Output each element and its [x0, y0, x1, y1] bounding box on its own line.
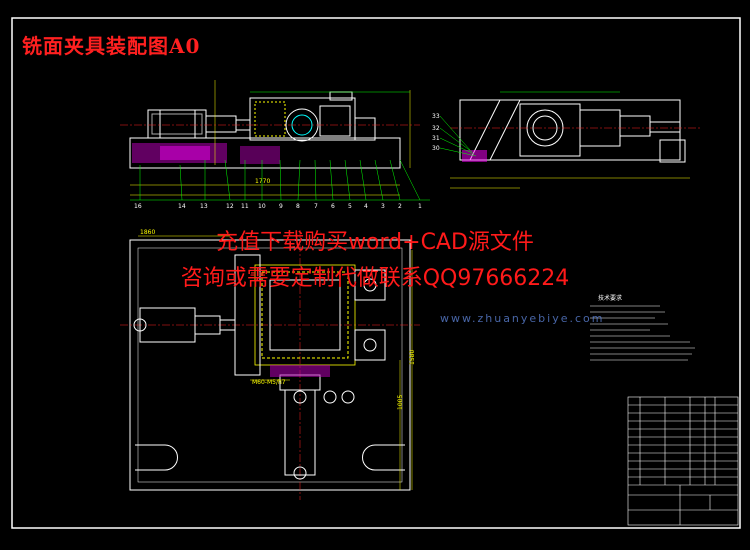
svg-text:30: 30	[432, 145, 440, 152]
side-view: 33 32 31 30	[432, 91, 700, 189]
svg-text:1: 1	[418, 203, 422, 210]
notes-title: 技术要求	[598, 294, 622, 302]
svg-text:33: 33	[432, 113, 440, 120]
svg-text:11: 11	[241, 203, 249, 210]
dim-width-plan: 1580	[409, 350, 416, 365]
svg-text:7: 7	[314, 203, 318, 210]
svg-text:16: 16	[134, 203, 142, 210]
svg-text:10: 10	[258, 203, 266, 210]
svg-text:12: 12	[226, 203, 234, 210]
drawing-title: 铣面夹具装配图A0	[22, 34, 201, 58]
svg-text:8: 8	[296, 203, 300, 210]
watermark-url: www.zhuanyebiye.com	[440, 312, 605, 325]
dim-height-plan: 1005	[397, 395, 404, 410]
svg-text:31: 31	[432, 135, 440, 142]
svg-text:3: 3	[381, 203, 385, 210]
promo-line-2: 咨询或需要定制代做联系QQ97666224	[180, 266, 570, 291]
technical-notes: 技术要求	[590, 294, 695, 361]
svg-text:14: 14	[178, 203, 186, 210]
svg-text:4: 4	[364, 203, 368, 210]
dim-fit: M60-M5/h7	[252, 379, 286, 386]
svg-text:5: 5	[348, 203, 352, 210]
svg-text:32: 32	[432, 125, 440, 132]
balloon-labels: 16 14 13 12 11 10 9 8 7 6 5 4 3 2 1	[134, 203, 422, 210]
dim-length-front: 1770	[255, 178, 270, 185]
plan-view: M60-M5/h7 1580 1005 1860	[120, 229, 420, 500]
dim-top-plan: 1860	[140, 229, 155, 236]
svg-text:2: 2	[398, 203, 402, 210]
title-block	[627, 396, 739, 526]
front-view: 1770	[120, 80, 430, 201]
svg-text:6: 6	[331, 203, 335, 210]
svg-text:9: 9	[279, 203, 283, 210]
promo-line-1: 充值下载购买word+CAD源文件	[216, 230, 534, 255]
svg-text:13: 13	[200, 203, 208, 210]
drawing-border	[11, 17, 741, 529]
